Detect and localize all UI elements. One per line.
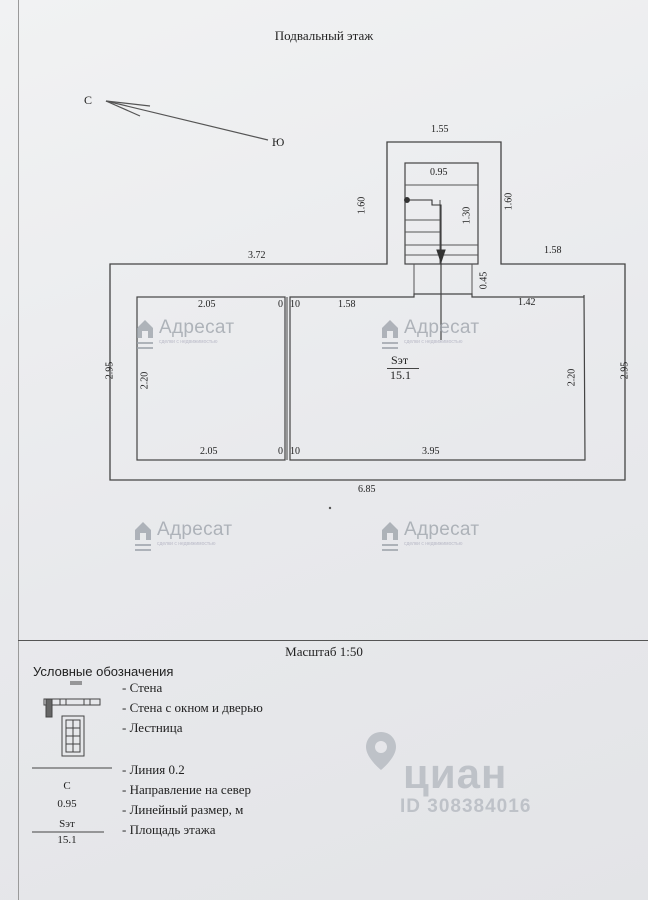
- legend-item-linear-size: - Линейный размер, м: [122, 802, 244, 817]
- dim-partition-bottom-a: 0: [278, 446, 283, 457]
- dim-stair-inner: 1.30: [461, 206, 473, 225]
- dim-stair-right: 1.60: [503, 192, 515, 211]
- dim-room2-top-left: 1.58: [338, 299, 356, 310]
- section-divider: [18, 640, 648, 641]
- house-logo-icon: [382, 522, 398, 551]
- legend-north-symbol: С: [63, 780, 71, 792]
- watermark-tagline: сделки с недвижимостью: [159, 339, 218, 345]
- legend-size-symbol: 0.95: [57, 798, 77, 810]
- legend-area-symbol-top: Sэт: [59, 818, 75, 830]
- watermark-3: Адресат сделки с недвижимостью: [133, 520, 232, 554]
- compass-north-label: С: [84, 93, 93, 107]
- scale-label: Масштаб 1:50: [285, 644, 363, 659]
- floor-plan: [105, 100, 626, 510]
- watermark-tagline: сделки с недвижимостью: [157, 541, 216, 547]
- dot-mark: [328, 506, 332, 510]
- watermark-4: Адресат сделки с недвижимостью: [380, 520, 479, 554]
- north-arrow: [105, 100, 269, 141]
- legend-title: Условные обозначения: [33, 664, 174, 679]
- house-logo-icon: [382, 320, 398, 349]
- area-label: Sэт: [391, 353, 409, 367]
- legend-symbols: [32, 681, 112, 833]
- legend-item-north: - Направление на север: [122, 782, 251, 797]
- cian-listing-id: ID 308384016: [400, 796, 532, 817]
- dim-stair-gap: 0.45: [478, 271, 490, 290]
- wall-symbol-icon: [70, 681, 82, 685]
- dim-room2-top-right: 1.42: [518, 297, 536, 308]
- watermark-brand: Адресат: [159, 317, 235, 338]
- margin-line: [18, 0, 19, 900]
- dim-outer-top-right: 1.58: [544, 245, 562, 256]
- wall-window-door-symbol-icon: [43, 698, 101, 718]
- location-pin-icon: [366, 732, 396, 770]
- plan-title: Подвальный этаж: [274, 28, 374, 43]
- dim-stair-top: 1.55: [431, 124, 449, 135]
- dim-room1-bottom: 2.05: [200, 446, 218, 457]
- cian-logo-text: циан: [403, 750, 508, 797]
- dim-partition-top-a: 0: [278, 299, 283, 310]
- house-logo-icon: [137, 320, 153, 349]
- legend-item-floor-area: - Площадь этажа: [122, 822, 216, 837]
- area-value: 15.1: [390, 368, 411, 382]
- watermark-tagline: сделки с недвижимостью: [404, 541, 463, 547]
- legend-area-symbol-bottom: 15.1: [57, 834, 77, 846]
- dim-outer-top-left: 3.72: [248, 250, 266, 261]
- watermark-brand: Адресат: [157, 519, 233, 540]
- room-2: [289, 293, 586, 461]
- house-logo-icon: [135, 522, 151, 551]
- room-1: [136, 296, 286, 461]
- dim-stair-inner-top: 0.95: [430, 167, 448, 178]
- watermark-tagline: сделки с недвижимостью: [404, 339, 463, 345]
- area-fraction-line: [387, 368, 419, 369]
- legend-item-wall: - Стена: [122, 680, 163, 695]
- legend-item-line: - Линия 0.2: [122, 762, 185, 777]
- legend-item-wall-window-door: - Стена с окном и дверью: [122, 700, 263, 715]
- dim-room1-top: 2.05: [198, 299, 216, 310]
- dim-outer-bottom: 6.85: [358, 484, 376, 495]
- stair-arrow: [404, 197, 446, 340]
- watermark-brand: Адресат: [404, 317, 480, 338]
- watermark-1: Адресат сделки с недвижимостью: [135, 318, 234, 352]
- dim-stair-left: 1.60: [356, 196, 368, 215]
- dim-room2-bottom: 3.95: [422, 446, 440, 457]
- dim-room1-height: 2.20: [139, 371, 151, 390]
- watermark-brand: Адресат: [404, 519, 480, 540]
- watermark-2: Адресат сделки с недвижимостью: [380, 318, 479, 352]
- legend-item-stairs: - Лестница: [122, 720, 183, 735]
- dim-partition-top-b: 10: [290, 299, 300, 310]
- dim-outer-left: 2.95: [104, 361, 116, 380]
- compass-south-label: Ю: [272, 135, 285, 149]
- dim-partition-bottom-b: 10: [290, 446, 300, 457]
- dim-room2-height: 2.20: [566, 368, 578, 387]
- dim-outer-right: 2.95: [619, 361, 631, 380]
- stair-symbol-icon: [61, 715, 85, 757]
- outer-wall: [109, 141, 626, 481]
